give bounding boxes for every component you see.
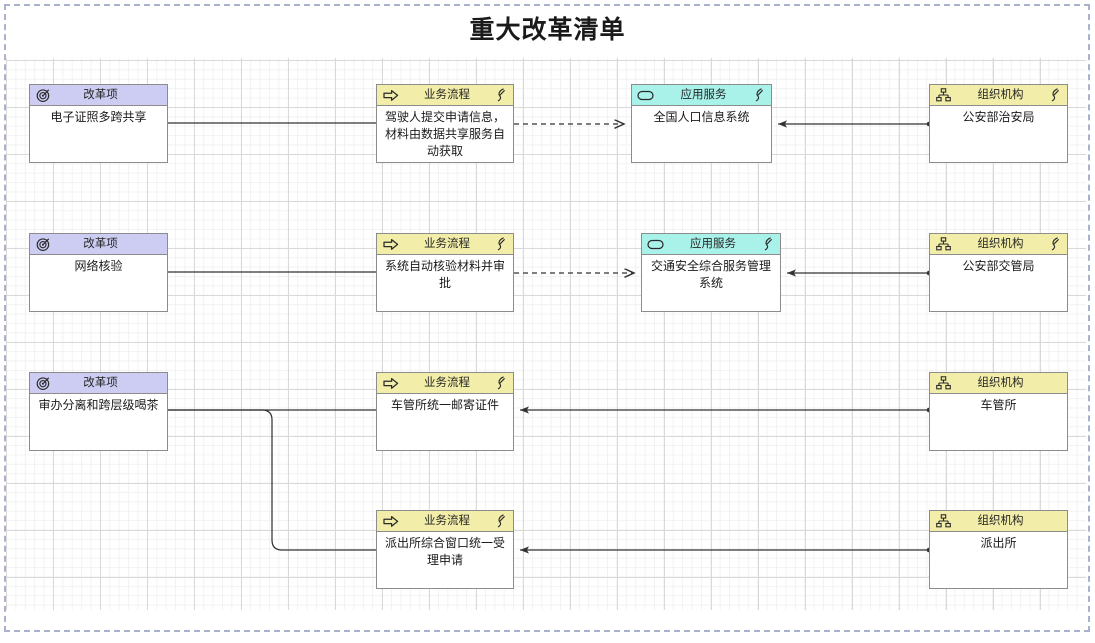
lightning-icon <box>495 87 508 104</box>
node-proc2[interactable]: 业务流程系统自动核验材料并审批 <box>376 233 514 312</box>
node-proc4[interactable]: 业务流程派出所综合窗口统一受理申请 <box>376 510 514 589</box>
node-body-goal1: 电子证照多跨共享 <box>50 110 147 124</box>
lightning-icon <box>1049 236 1062 253</box>
arrow-right-icon <box>382 236 399 253</box>
node-header-proc4: 业务流程 <box>377 511 513 532</box>
org-chart-icon <box>935 375 952 392</box>
arrow-right-icon <box>382 375 399 392</box>
node-body-proc2: 系统自动核验材料并审批 <box>384 259 505 290</box>
node-proc3[interactable]: 业务流程车管所统一邮寄证件 <box>376 372 514 451</box>
node-header-proc3: 业务流程 <box>377 373 513 394</box>
node-type-label: 业务流程 <box>424 514 470 527</box>
lightning-icon <box>495 375 508 392</box>
org-chart-icon <box>935 513 952 530</box>
node-type-label: 改革项 <box>83 376 118 389</box>
target-icon <box>35 236 52 253</box>
node-type-label: 改革项 <box>83 237 118 250</box>
lightning-icon <box>495 236 508 253</box>
node-body-proc1: 驾驶人提交申请信息，材料由数据共享服务自动获取 <box>384 110 505 158</box>
lightning-icon <box>495 513 508 530</box>
node-body-org2: 公安部交管局 <box>962 259 1035 273</box>
node-header-org1: 组织机构 <box>930 85 1067 106</box>
node-header-app1: 应用服务 <box>632 85 771 106</box>
node-header-org3: 组织机构 <box>930 373 1067 394</box>
node-type-label: 组织机构 <box>977 376 1024 389</box>
node-body-app2: 交通安全综合服务管理系统 <box>650 259 771 290</box>
lightning-icon <box>753 87 766 104</box>
node-body-goal2: 网络核验 <box>74 259 123 273</box>
node-body-org3: 车管所 <box>980 398 1017 412</box>
node-header-org4: 组织机构 <box>930 511 1067 532</box>
node-header-proc1: 业务流程 <box>377 85 513 106</box>
lightning-icon <box>1049 87 1062 104</box>
node-body-app1: 全国人口信息系统 <box>653 110 750 124</box>
node-header-org2: 组织机构 <box>930 234 1067 255</box>
lightning-icon <box>762 236 775 253</box>
node-body-org1: 公安部治安局 <box>962 110 1035 124</box>
node-body-proc4: 派出所综合窗口统一受理申请 <box>384 536 505 567</box>
node-org1[interactable]: 组织机构公安部治安局 <box>929 84 1068 163</box>
rounded-rect-icon <box>647 236 664 253</box>
node-app2[interactable]: 应用服务交通安全综合服务管理系统 <box>641 233 781 312</box>
node-app1[interactable]: 应用服务全国人口信息系统 <box>631 84 772 163</box>
node-body-org4: 派出所 <box>980 536 1017 550</box>
node-type-label: 组织机构 <box>977 514 1024 527</box>
node-type-label: 业务流程 <box>424 237 470 250</box>
node-goal3[interactable]: 改革项审办分离和跨层级喝茶 <box>29 372 168 451</box>
node-header-proc2: 业务流程 <box>377 234 513 255</box>
background-grid <box>6 58 1086 610</box>
node-header-app2: 应用服务 <box>642 234 780 255</box>
node-org2[interactable]: 组织机构公安部交管局 <box>929 233 1068 312</box>
connector-goal3-to-proc4[interactable] <box>168 409 376 551</box>
node-header-goal3: 改革项 <box>30 373 167 394</box>
node-org3[interactable]: 组织机构车管所 <box>929 372 1068 451</box>
page-title: 重大改革清单 <box>469 16 626 44</box>
node-header-goal1: 改革项 <box>30 85 167 106</box>
node-type-label: 组织机构 <box>977 237 1024 250</box>
target-icon <box>35 375 52 392</box>
node-goal1[interactable]: 改革项电子证照多跨共享 <box>29 84 168 163</box>
node-type-label: 组织机构 <box>977 88 1024 101</box>
arrow-right-icon <box>382 513 399 530</box>
node-goal2[interactable]: 改革项网络核验 <box>29 233 168 312</box>
target-icon <box>35 87 52 104</box>
node-org4[interactable]: 组织机构派出所 <box>929 510 1068 589</box>
node-body-goal3: 审办分离和跨层级喝茶 <box>38 398 159 412</box>
rounded-rect-icon <box>637 87 654 104</box>
org-chart-icon <box>935 236 952 253</box>
node-type-label: 业务流程 <box>424 376 470 389</box>
node-header-goal2: 改革项 <box>30 234 167 255</box>
node-type-label: 应用服务 <box>690 237 736 250</box>
node-type-label: 改革项 <box>83 88 118 101</box>
org-chart-icon <box>935 87 952 104</box>
node-type-label: 业务流程 <box>424 88 470 101</box>
node-proc1[interactable]: 业务流程驾驶人提交申请信息，材料由数据共享服务自动获取 <box>376 84 514 163</box>
node-body-proc3: 车管所统一邮寄证件 <box>390 398 499 412</box>
node-type-label: 应用服务 <box>680 88 727 101</box>
arrow-right-icon <box>382 87 399 104</box>
